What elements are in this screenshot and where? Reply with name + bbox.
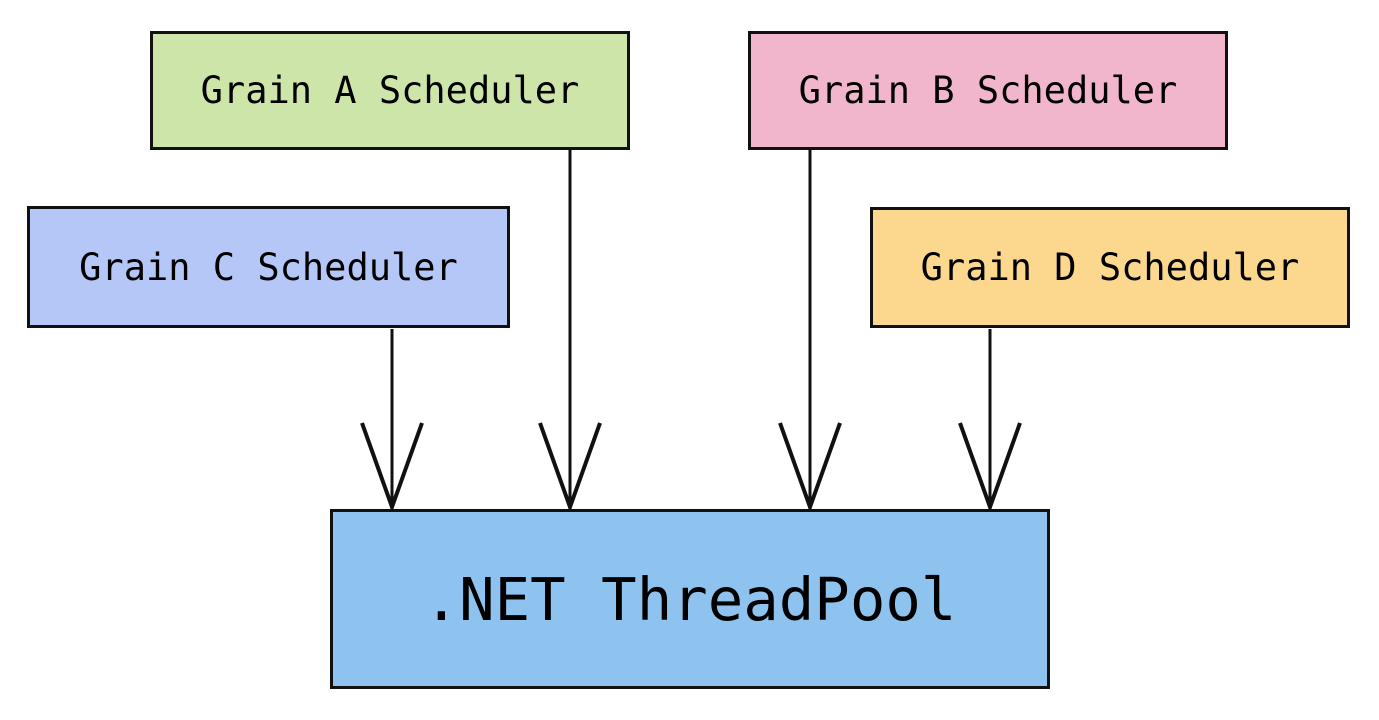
edge-grain-c-to-threadpool — [360, 329, 424, 513]
arrowhead-open-v-icon — [958, 422, 1022, 513]
arrowhead-open-v-icon — [778, 422, 842, 513]
arrowhead-open-v-icon — [538, 422, 602, 513]
node-grain-c-scheduler: Grain C Scheduler — [27, 206, 510, 328]
edge-grain-b-to-threadpool — [778, 150, 842, 513]
edge-grain-a-to-threadpool — [538, 150, 602, 513]
node-grain-b-scheduler: Grain B Scheduler — [748, 31, 1228, 150]
node-grain-d-scheduler: Grain D Scheduler — [870, 207, 1350, 328]
node-grain-a-scheduler: Grain A Scheduler — [150, 31, 630, 150]
edge-grain-d-to-threadpool — [958, 329, 1022, 513]
node-dotnet-threadpool: .NET ThreadPool — [330, 509, 1050, 689]
arrowhead-open-v-icon — [360, 422, 424, 513]
